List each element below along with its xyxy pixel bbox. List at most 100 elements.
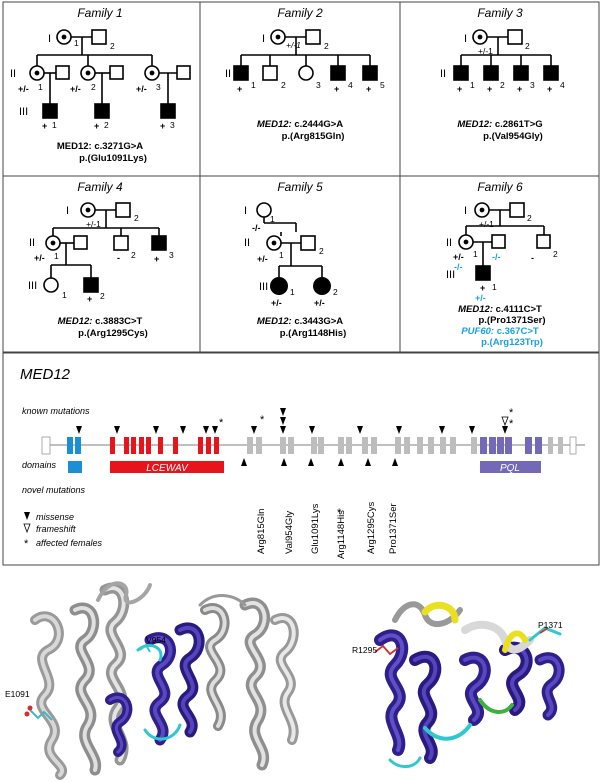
- exon: [395, 437, 401, 454]
- genotype-label: +: [42, 121, 47, 131]
- exon: [535, 437, 542, 454]
- residue-label: P1371: [538, 620, 563, 630]
- missense-arrow-icon: [241, 458, 247, 466]
- individual-number: 3: [170, 120, 175, 130]
- missense-arrow-icon: [114, 426, 120, 434]
- exon: [362, 437, 368, 454]
- genotype-label: +/-: [271, 298, 282, 308]
- exon: [497, 437, 504, 454]
- genotype-label: +/-: [136, 84, 147, 94]
- exon: [548, 437, 553, 454]
- individual-number: 4: [348, 80, 353, 90]
- med12-gene-panel: MED12 known mutations domains novel muta…: [2, 352, 600, 566]
- genotype-label: +/-: [257, 254, 268, 264]
- genotype-label: +: [160, 121, 165, 131]
- mutation-protein: p.(Arg815Gln): [282, 131, 345, 142]
- individual-number: 1: [54, 251, 59, 261]
- genotype-label: +/-: [70, 84, 81, 94]
- individual-number: 1: [473, 249, 478, 259]
- exon: [346, 437, 352, 454]
- exon: [558, 437, 563, 454]
- family-6-pedigree: Family 6 I II III +/-1 2 +/- 1 -/- -/- -…: [446, 180, 558, 348]
- family-5-pedigree: Family 5 I II III -/- 1 +/- 1 2 1 2 +/- …: [244, 180, 346, 339]
- generation-label: I: [464, 205, 467, 217]
- affected-female-asterisk: *: [337, 507, 342, 519]
- generation-label: II: [29, 237, 35, 249]
- affected-female: [270, 277, 288, 295]
- individual-number: +/-1: [286, 40, 301, 50]
- genotype-label: +: [237, 84, 242, 94]
- novel-mutation-label: Glu1091Lys: [310, 503, 321, 554]
- missense-arrow-icon: [308, 458, 314, 466]
- mutation-cdna: MED12: c.2861T>G: [457, 119, 542, 130]
- missense-arrow-icon: [469, 426, 475, 434]
- exon: [256, 437, 262, 454]
- genotype-label: +: [517, 84, 522, 94]
- affected-female-asterisk: *: [260, 414, 265, 426]
- exon: [440, 437, 446, 454]
- puf60-protein: p.(Arg123Trp): [481, 337, 543, 348]
- generation-label: II: [440, 68, 446, 80]
- domains-label: domains: [22, 460, 57, 470]
- missense-arrow-icon: [357, 426, 363, 434]
- n-terminal-domain: [68, 461, 82, 473]
- known-mutations-label: known mutations: [22, 406, 90, 416]
- novel-mutation-label: Arg815Gln: [256, 509, 267, 554]
- affected-female: [313, 277, 331, 295]
- missense-arrow-icon: [338, 458, 344, 466]
- missense-arrow-icon: [280, 408, 286, 416]
- legend-missense: missense: [36, 512, 74, 522]
- novel-mutations-label: novel mutations: [22, 485, 86, 495]
- mutation-protein: p.(Glu1091Lys): [79, 153, 147, 164]
- family-4-pedigree: Family 4 I II III +/-1 2 +/-: [28, 180, 174, 339]
- genotype-label: +: [457, 84, 462, 94]
- genotype-label: +: [154, 254, 159, 264]
- gene-title: MED12: [20, 366, 71, 383]
- genotype-label: -/-: [252, 223, 261, 233]
- generation-label: I: [66, 205, 69, 217]
- exon: [288, 437, 294, 454]
- individual-number: +/-1: [478, 46, 493, 56]
- exon: [247, 437, 253, 454]
- exon-track: [41, 436, 577, 455]
- family-title: Family 5: [277, 180, 323, 194]
- generation-label: III: [446, 269, 455, 281]
- missense-arrow-icon: [180, 426, 186, 434]
- family-2-pedigree: Family 2 I II +/-1 2 + 1 2 3 + 4 + 5: [225, 6, 385, 142]
- exon: [311, 437, 317, 454]
- individual-number: 1: [52, 120, 57, 130]
- missense-arrow-icon: [309, 426, 315, 434]
- individual-number: 2: [100, 291, 105, 301]
- individual-number: 2: [281, 80, 286, 90]
- novel-mutation-label: Pro1371Ser: [388, 503, 399, 554]
- mutation-cdna: MED12: c.2444G>A: [257, 119, 343, 130]
- individual-number: 2: [500, 80, 505, 90]
- missense-arrow-icon: [212, 426, 218, 434]
- affected-female-asterisk: *: [219, 417, 224, 429]
- generation-label: III: [19, 106, 28, 118]
- missense-arrow-icon: [281, 458, 287, 466]
- exon: [124, 437, 129, 454]
- missense-arrow-icon: [396, 426, 402, 434]
- generation-label: I: [244, 205, 247, 217]
- missense-arrow-icon: [203, 426, 209, 434]
- genotype-label-puf60: +/-: [475, 293, 486, 303]
- individual-number: 1: [290, 287, 295, 297]
- genotype-label: +: [87, 294, 92, 304]
- individual-number: 2: [333, 287, 338, 297]
- known-mutation-markers: ****: [76, 407, 514, 434]
- generation-label: II: [225, 68, 231, 80]
- missense-arrow-icon: [365, 458, 371, 466]
- genotype-label: +: [94, 121, 99, 131]
- generation-label: II: [10, 68, 16, 80]
- missense-arrow-icon: [439, 426, 445, 434]
- individual-number: 4: [560, 80, 565, 90]
- missense-arrow-icon: [76, 426, 82, 434]
- exon: [139, 437, 144, 454]
- family-title: Family 2: [277, 6, 323, 20]
- frameshift-arrow-icon: [501, 416, 509, 427]
- individual-number: +/-1: [86, 219, 101, 229]
- individual-number: 2: [525, 41, 530, 51]
- mutation-protein: p.(Val954Gly): [483, 131, 543, 142]
- exon: [206, 437, 211, 454]
